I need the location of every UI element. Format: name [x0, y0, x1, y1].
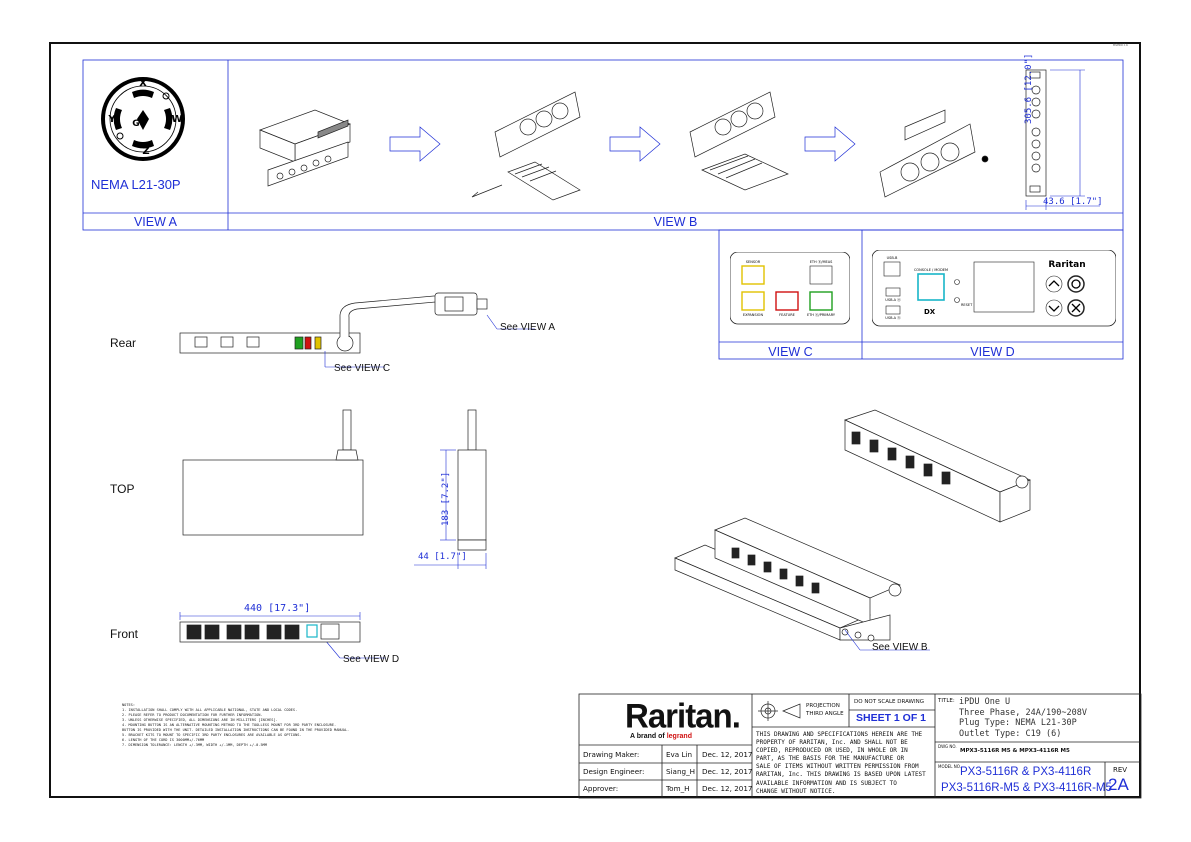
note-line: 4. MOUNTING BUTTON IS AN ALTERNATIVE MOU…: [122, 723, 337, 727]
corner-tag: RSHEET4: [1113, 43, 1128, 47]
reset-label: RESET: [961, 303, 973, 307]
view-c-ports: SENSOR ETH ⓑ/MEAS EXPANSION FEATURE ETH …: [730, 252, 850, 325]
title-lines: iPDU One U Three Phase, 24A/190~208V Plu…: [959, 697, 1087, 739]
approver-role: Approver:: [583, 784, 619, 793]
title-line: iPDU One U: [959, 697, 1011, 707]
legal-line: SALE OF ITEMS WITHOUT WRITTEN PERMISSION…: [756, 763, 919, 771]
view-c-title: VIEW C: [768, 345, 813, 359]
port-sensor-label: SENSOR: [746, 260, 761, 264]
view-d-controller: Raritan USB-B CONSOLE / MODEM USB-A ⓐ US…: [872, 250, 1116, 327]
title-line: Three Phase, 24A/190~208V: [959, 707, 1087, 718]
view-d-title: VIEW D: [970, 345, 1015, 359]
port-usba1-label: USB-A ⓐ: [885, 297, 901, 302]
port-console-label: CONSOLE / MODEM: [914, 268, 948, 272]
legal-line: THIS DRAWING AND SPECIFICATIONS HEREIN A…: [756, 731, 923, 738]
note-line: NOTES:: [122, 703, 135, 707]
note-line: 5. BRACKET KITS TO MOUNT TO SPECIFIC 3RD…: [122, 733, 302, 737]
top-label: TOP: [110, 482, 135, 496]
model-no-line2: PX3-5116R-M5 & PX3-4116R-M5: [941, 782, 1112, 794]
rev-value: 2A: [1108, 775, 1129, 794]
front-label: Front: [110, 627, 139, 641]
pin-y: Y: [107, 114, 116, 125]
title-block-logo: Raritan.: [625, 696, 741, 735]
maker-role: Drawing Maker:: [583, 750, 640, 759]
top-view-drawing: [182, 409, 487, 569]
note-line: 1. INSTALLATION SHALL COMPLY WITH ALL AP…: [122, 708, 298, 712]
port-feature-label: FEATURE: [779, 313, 795, 317]
legal-line: AVAILABLE INFORMATION AND IS SUBJECT TO: [756, 779, 897, 787]
pin-x: X: [139, 78, 147, 89]
bracket-install-sequence: [259, 69, 1100, 210]
legal-line: PART, AS THE BASIS FOR THE MANUFACTURE O…: [756, 755, 905, 763]
top-depth-dim: 44 [1.7"]: [418, 552, 467, 562]
front-view-drawing: [179, 612, 385, 659]
port-expansion-label: EXPANSION: [743, 313, 764, 317]
tagline-prefix: A brand of: [630, 733, 665, 740]
note-line: 2. PLEASE REFER TO PRODUCT DOCUMENTATION…: [122, 713, 263, 717]
note-line: 6. LENGTH OF THE CORD IS 3000MM+/-76MM: [122, 738, 205, 742]
see-view-d-callout: See VIEW D: [343, 654, 400, 665]
dx-label: DX: [924, 308, 936, 316]
rear-label: Rear: [110, 336, 137, 350]
port-eth2-label: ETH ⓑ/MEAS: [810, 259, 833, 264]
front-width-dim: 440 [17.3"]: [244, 603, 311, 614]
port-eth1-label: ETH ⓐ/PRIMARY: [807, 312, 836, 317]
model-no-label: MODEL NO.: [938, 764, 961, 769]
controller-brand: Raritan: [1048, 260, 1085, 270]
title-line: Outlet Type: C19 (6): [959, 728, 1062, 739]
engineer-date: Dec. 12, 2017: [702, 767, 753, 776]
projection-line1: PROJECTION: [806, 703, 840, 709]
rear-view-drawing: [179, 292, 535, 368]
note-line: BUTTON IS PROVIDED WITH THE UNIT. DETAIL…: [122, 728, 350, 732]
dwg-no: MPX3-5116R M5 & MPX3-4116R M5: [960, 748, 1070, 754]
projection-line2: THIRD ANGLE: [806, 711, 844, 717]
nema-plug-face: X Y W Z G: [101, 77, 185, 161]
plug-type-label: NEMA L21-30P: [91, 177, 181, 192]
engineer-name: Siang_H: [666, 767, 696, 776]
third-angle-symbol: [758, 701, 801, 721]
pin-g: G: [132, 119, 139, 129]
see-view-a-callout: See VIEW A: [500, 322, 556, 333]
pin-z: Z: [142, 146, 149, 157]
view-b-title: VIEW B: [653, 215, 698, 229]
legal-notice: THIS DRAWING AND SPECIFICATIONS HEREIN A…: [756, 731, 926, 796]
engineer-role: Design Engineer:: [583, 767, 645, 776]
pin-w: W: [171, 114, 182, 125]
dwg-no-label: DWG NO.: [938, 744, 957, 749]
note-line: 7. DIMENSION TOLERANCE: LENGTH +/-3MM, W…: [122, 743, 267, 747]
see-view-b-callout: See VIEW B: [872, 642, 928, 653]
model-no-line1: PX3-5116R & PX3-4116R: [960, 766, 1092, 778]
port-usbb-label: USB-B: [887, 256, 898, 260]
tagline-brand: legrand: [666, 733, 692, 740]
isometric-views: [674, 409, 1031, 651]
see-view-c-callout: See VIEW C: [334, 363, 391, 374]
brand-tagline: A brand of legrand: [630, 733, 692, 740]
legal-line: COPIED, REPRODUCED OR USED, IN WHOLE OR …: [756, 747, 908, 755]
note-line: 3. UNLESS OTHERWISE SPECIFIED, ALL DIMEN…: [122, 718, 278, 722]
title-label: TITLE:: [938, 698, 955, 704]
approver-name: Tom_H: [666, 784, 690, 793]
title-line: Plug Type: NEMA L21-30P: [959, 718, 1077, 728]
legal-line: CHANGE WITHOUT NOTICE.: [756, 787, 836, 795]
legal-line: RARITAN, Inc. THIS DRAWING IS BASED UPON…: [756, 771, 926, 779]
sheet-number: SHEET 1 OF 1: [856, 712, 927, 724]
port-usba2-label: USB-A ⓑ: [885, 315, 901, 320]
approver-date: Dec. 12, 2017: [702, 784, 753, 793]
sheet-border: [49, 42, 1141, 798]
general-notes: NOTES: 1. INSTALLATION SHALL COMPLY WITH…: [122, 703, 349, 748]
maker-date: Dec. 12, 2017: [702, 750, 753, 759]
legal-line: PROPERTY OF RARITAN, Inc. AND SHALL NOT …: [756, 739, 908, 747]
scale-note: DO NOT SCALE DRAWING: [854, 699, 924, 705]
rev-label: REV: [1113, 766, 1128, 774]
view-b-width-dim: 43.6 [1.7"]: [1043, 197, 1103, 207]
maker-name: Eva Lin: [666, 750, 693, 759]
view-a-title: VIEW A: [133, 215, 178, 229]
